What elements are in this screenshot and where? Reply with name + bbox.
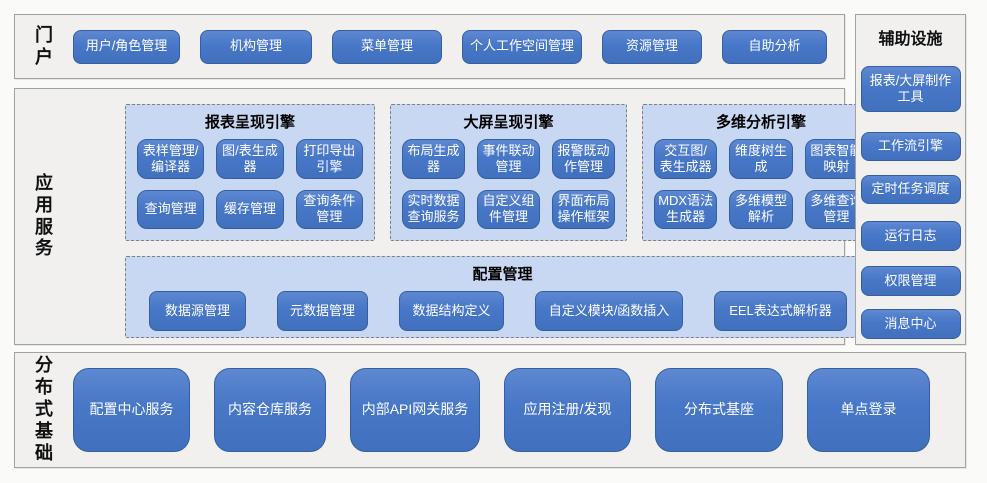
bigscreen-engine-title: 大屏呈现引擎 <box>463 114 554 131</box>
olap-engine-grid: 交互图/表生成器 维度树生成 图表智能映射 MDX语法生成器 多维模型解析 多维… <box>643 132 879 240</box>
foundation-button-app-registry[interactable]: 应用注册/发现 <box>504 368 631 452</box>
engine-button-multidim-model-parse[interactable]: 多维模型解析 <box>729 189 793 229</box>
foundation-button-api-gateway[interactable]: 内部API网关服务 <box>350 368 480 452</box>
foundation-button-content-repo[interactable]: 内容仓库服务 <box>214 368 326 452</box>
config-mgmt-row: 数据源管理 元数据管理 数据结构定义 自定义模块/函数插入 EEL表达式解析器 <box>126 284 879 338</box>
engine-button-dimension-tree[interactable]: 维度树生成 <box>729 139 793 179</box>
engine-button-event-linkage[interactable]: 事件联动管理 <box>477 139 540 179</box>
engine-button-ui-layout-framework[interactable]: 界面布局操作框架 <box>552 189 615 229</box>
portal-button-menu-mgmt[interactable]: 菜单管理 <box>332 29 442 64</box>
aux-button-task-scheduler[interactable]: 定时任务调度 <box>860 175 961 204</box>
portal-button-row: 用户/角色管理 机构管理 菜单管理 个人工作空间管理 资源管理 自助分析 <box>73 15 844 78</box>
app-services-section-label: 应用服务 <box>15 89 73 344</box>
app-services-label-text: 应用服务 <box>35 172 53 259</box>
bigscreen-engine-panel: 大屏呈现引擎 布局生成器 事件联动管理 报警既动作管理 实时数据查询服务 自定义… <box>390 104 627 241</box>
olap-engine-title: 多维分析引擎 <box>715 114 806 131</box>
olap-engine-panel: 多维分析引擎 交互图/表生成器 维度树生成 图表智能映射 MDX语法生成器 多维… <box>642 104 880 241</box>
engine-button-query-condition-mgmt[interactable]: 查询条件管理 <box>295 189 363 229</box>
foundation-button-config-center[interactable]: 配置中心服务 <box>73 368 190 452</box>
config-button-data-structure-def[interactable]: 数据结构定义 <box>399 291 504 331</box>
foundation-button-row: 配置中心服务 内容仓库服务 内部API网关服务 应用注册/发现 分布式基座 单点… <box>73 353 965 467</box>
report-engine-grid: 表样管理/编译器 图/表生成器 打印导出引擎 查询管理 缓存管理 查询条件管理 <box>126 132 374 240</box>
portal-section-label: 门户 <box>15 15 73 78</box>
config-button-metadata-mgmt[interactable]: 元数据管理 <box>277 291 368 331</box>
aux-button-workflow-engine[interactable]: 工作流引擎 <box>860 132 961 161</box>
foundation-section: 分布式基础 配置中心服务 内容仓库服务 内部API网关服务 应用注册/发现 分布… <box>14 352 966 468</box>
engine-button-cache-mgmt[interactable]: 缓存管理 <box>216 189 284 229</box>
engine-button-mdx-generator[interactable]: MDX语法生成器 <box>654 189 718 229</box>
auxiliary-section-title: 辅助设施 <box>878 31 943 48</box>
app-services-section: 应用服务 报表呈现引擎 表样管理/编译器 图/表生成器 打印导出引擎 查询管理 … <box>14 88 880 345</box>
engine-button-query-mgmt[interactable]: 查询管理 <box>137 189 205 229</box>
foundation-section-label: 分布式基础 <box>15 353 73 467</box>
engine-button-layout-generator[interactable]: 布局生成器 <box>402 139 465 179</box>
config-mgmt-title: 配置管理 <box>472 266 533 283</box>
engine-button-alarm-action-mgmt[interactable]: 报警既动作管理 <box>552 139 615 179</box>
config-button-eel-parser[interactable]: EEL表达式解析器 <box>714 291 847 331</box>
report-engine-title: 报表呈现引擎 <box>204 114 295 131</box>
engine-button-print-export[interactable]: 打印导出引擎 <box>295 139 363 179</box>
auxiliary-section: 辅助设施 报表/大屏制作工具 工作流引擎 定时任务调度 运行日志 权限管理 消息… <box>855 14 966 345</box>
foundation-label-text: 分布式基础 <box>35 355 53 463</box>
portal-button-resource-mgmt[interactable]: 资源管理 <box>602 29 702 64</box>
aux-button-run-logs[interactable]: 运行日志 <box>860 221 961 251</box>
engine-button-chart-table-generator[interactable]: 图/表生成器 <box>216 139 284 179</box>
portal-button-org-mgmt[interactable]: 机构管理 <box>200 29 312 64</box>
engine-button-realtime-query[interactable]: 实时数据查询服务 <box>402 189 465 229</box>
aux-button-report-bigscreen-tool[interactable]: 报表/大屏制作工具 <box>860 66 961 112</box>
engine-button-custom-component-mgmt[interactable]: 自定义组件管理 <box>477 189 540 229</box>
bigscreen-engine-grid: 布局生成器 事件联动管理 报警既动作管理 实时数据查询服务 自定义组件管理 界面… <box>391 132 626 240</box>
portal-section: 门户 用户/角色管理 机构管理 菜单管理 个人工作空间管理 资源管理 自助分析 <box>14 14 845 79</box>
portal-button-user-role-mgmt[interactable]: 用户/角色管理 <box>73 29 180 64</box>
report-engine-panel: 报表呈现引擎 表样管理/编译器 图/表生成器 打印导出引擎 查询管理 缓存管理 … <box>125 104 375 241</box>
foundation-button-sso[interactable]: 单点登录 <box>807 368 930 452</box>
aux-button-message-center[interactable]: 消息中心 <box>860 309 961 339</box>
portal-button-self-analysis[interactable]: 自助分析 <box>722 29 827 64</box>
portal-button-workspace-mgmt[interactable]: 个人工作空间管理 <box>462 29 582 64</box>
foundation-button-distributed-base[interactable]: 分布式基座 <box>655 368 783 452</box>
config-mgmt-panel: 配置管理 数据源管理 元数据管理 数据结构定义 自定义模块/函数插入 EEL表达… <box>125 256 880 338</box>
app-services-body: 报表呈现引擎 表样管理/编译器 图/表生成器 打印导出引擎 查询管理 缓存管理 … <box>73 89 880 344</box>
config-button-datasource-mgmt[interactable]: 数据源管理 <box>149 291 246 331</box>
config-button-custom-module-insert[interactable]: 自定义模块/函数插入 <box>535 291 683 331</box>
aux-button-permission-mgmt[interactable]: 权限管理 <box>860 266 961 296</box>
engine-button-style-mgmt-compiler[interactable]: 表样管理/编译器 <box>137 139 205 179</box>
portal-label-text: 门户 <box>35 24 53 67</box>
engine-button-interactive-chart-generator[interactable]: 交互图/表生成器 <box>654 139 718 179</box>
